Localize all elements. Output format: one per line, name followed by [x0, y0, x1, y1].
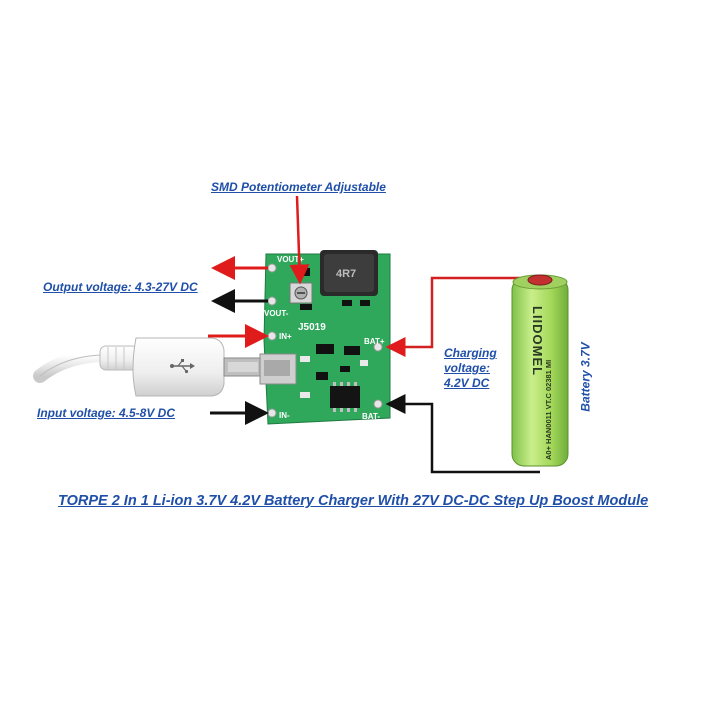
battery-plus-terminal [527, 274, 553, 286]
potentiometer-icon [289, 282, 313, 304]
output-voltage-label: Output voltage: 4.3-27V DC [43, 280, 198, 294]
potentiometer-label: SMD Potentiometer Adjustable [211, 180, 386, 194]
charging-voltage-line3: 4.2V DC [444, 376, 490, 390]
pad-bat-minus [373, 399, 383, 409]
silk-vout-plus: VOUT+ [277, 255, 304, 264]
pad-vout-minus [267, 296, 277, 306]
silk-in-plus: IN+ [279, 332, 292, 341]
pad-in-plus [267, 331, 277, 341]
silk-vout-minus: VOUT- [264, 309, 289, 318]
strain-relief [99, 345, 139, 371]
page-title: TORPE 2 In 1 Li-ion 3.7V 4.2V Battery Ch… [58, 493, 649, 509]
usb-cable [33, 337, 263, 397]
charging-voltage-label: Charging voltage: 4.2V DC [444, 346, 497, 391]
battery-minus-wire [385, 394, 540, 474]
potentiometer-pointer-arrow [289, 195, 310, 285]
cell-print: A0+ HAN0011 VT.C 02381 MI [544, 360, 553, 460]
battery-cell: LIIDOMEL A0+ HAN0011 VT.C 02381 MI [511, 274, 569, 467]
silk-bat-minus: BAT- [362, 412, 380, 421]
usb-symbol-icon [170, 359, 195, 374]
silk-in-minus: IN- [279, 411, 290, 420]
pad-bat-plus [373, 342, 383, 352]
pad-vout-plus [267, 263, 277, 273]
charging-voltage-line2: voltage: [444, 361, 491, 375]
battery-plus-wire [385, 276, 540, 357]
charging-voltage-line1: Charging [444, 346, 497, 360]
silk-j5019: J5019 [298, 322, 326, 333]
pcb-board: 4R7 [259, 250, 391, 425]
battery-label: Battery 3.7V [578, 342, 593, 412]
inductor-label: 4R7 [336, 268, 356, 280]
cell-brand: LIIDOMEL [530, 306, 545, 376]
inductor-icon [320, 250, 378, 296]
input-voltage-label: Input voltage: 4.5-8V DC [37, 406, 176, 420]
pad-in-minus [267, 408, 277, 418]
silk-bat-plus: BAT+ [364, 337, 385, 346]
